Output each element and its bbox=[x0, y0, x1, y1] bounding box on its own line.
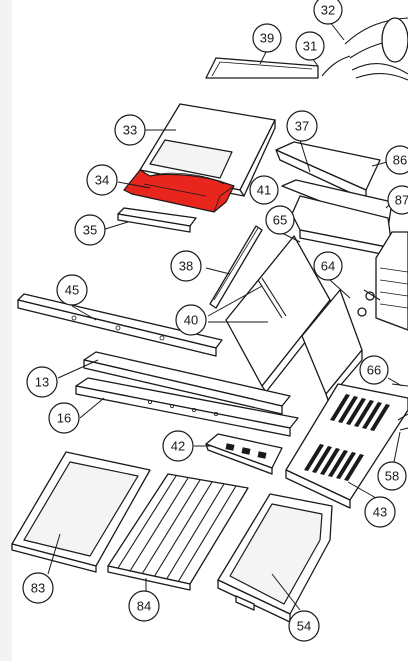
callout-54[interactable]: 54 bbox=[288, 610, 320, 642]
svg-text:16: 16 bbox=[57, 411, 71, 426]
callout-86[interactable]: 86 bbox=[385, 145, 408, 175]
svg-text:33: 33 bbox=[123, 123, 137, 138]
svg-text:86: 86 bbox=[393, 153, 407, 168]
callout-65[interactable]: 65 bbox=[265, 205, 295, 235]
callout-34[interactable]: 34 bbox=[86, 164, 118, 196]
svg-text:58: 58 bbox=[385, 469, 399, 484]
part-40[interactable] bbox=[225, 235, 363, 401]
svg-text:54: 54 bbox=[297, 619, 311, 634]
part-42[interactable] bbox=[205, 433, 283, 475]
callout-43[interactable]: 43 bbox=[364, 496, 396, 528]
svg-text:66: 66 bbox=[367, 363, 381, 378]
svg-text:43: 43 bbox=[373, 505, 387, 520]
svg-text:35: 35 bbox=[83, 223, 97, 238]
svg-text:40: 40 bbox=[184, 313, 198, 328]
svg-text:45: 45 bbox=[65, 283, 79, 298]
part-83[interactable] bbox=[11, 451, 151, 573]
callout-40[interactable]: 40 bbox=[175, 304, 207, 336]
svg-text:64: 64 bbox=[321, 259, 335, 274]
part-35[interactable] bbox=[117, 207, 197, 233]
callout-84[interactable]: 84 bbox=[128, 590, 160, 622]
callout-45[interactable]: 45 bbox=[56, 274, 88, 306]
part-13[interactable] bbox=[83, 351, 291, 415]
callout-33[interactable]: 33 bbox=[114, 114, 146, 146]
svg-text:41: 41 bbox=[257, 183, 271, 198]
callout-39[interactable]: 39 bbox=[252, 23, 282, 53]
callout-31[interactable]: 31 bbox=[295, 31, 325, 61]
part-45[interactable] bbox=[17, 293, 223, 357]
part-43[interactable] bbox=[285, 383, 408, 509]
callout-66[interactable]: 66 bbox=[359, 355, 389, 385]
svg-text:42: 42 bbox=[171, 439, 185, 454]
part-84[interactable] bbox=[107, 473, 249, 591]
leader-lines bbox=[47, 21, 403, 611]
svg-text:65: 65 bbox=[273, 213, 287, 228]
part-34-highlighted[interactable] bbox=[123, 169, 235, 213]
svg-text:87: 87 bbox=[395, 193, 408, 208]
svg-text:32: 32 bbox=[321, 3, 335, 18]
callout-16[interactable]: 16 bbox=[48, 402, 80, 434]
callout-42[interactable]: 42 bbox=[162, 430, 194, 462]
callout-32[interactable]: 32 bbox=[313, 0, 343, 25]
callout-41[interactable]: 41 bbox=[249, 175, 279, 205]
part-right-grill[interactable] bbox=[357, 231, 408, 331]
callout-87[interactable]: 87 bbox=[387, 185, 408, 215]
callouts: 32 39 31 33 37 86 34 41 87 35 65 64 38 4… bbox=[22, 0, 408, 642]
svg-text:31: 31 bbox=[303, 39, 317, 54]
svg-text:13: 13 bbox=[35, 375, 49, 390]
page-edge bbox=[0, 0, 12, 661]
svg-text:34: 34 bbox=[95, 173, 109, 188]
svg-text:38: 38 bbox=[179, 259, 193, 274]
svg-text:83: 83 bbox=[31, 581, 45, 596]
callout-58[interactable]: 58 bbox=[377, 461, 407, 491]
callout-64[interactable]: 64 bbox=[313, 251, 343, 281]
svg-text:39: 39 bbox=[260, 31, 274, 46]
svg-text:37: 37 bbox=[295, 119, 309, 134]
callout-13[interactable]: 13 bbox=[26, 366, 58, 398]
callout-37[interactable]: 37 bbox=[286, 110, 318, 142]
svg-text:84: 84 bbox=[137, 599, 151, 614]
part-54[interactable] bbox=[217, 493, 333, 623]
callout-83[interactable]: 83 bbox=[22, 572, 54, 604]
callout-38[interactable]: 38 bbox=[170, 250, 202, 282]
part-38[interactable] bbox=[209, 225, 263, 309]
part-31-32[interactable] bbox=[321, 17, 408, 81]
callout-35[interactable]: 35 bbox=[74, 214, 106, 246]
part-16[interactable] bbox=[75, 377, 299, 437]
